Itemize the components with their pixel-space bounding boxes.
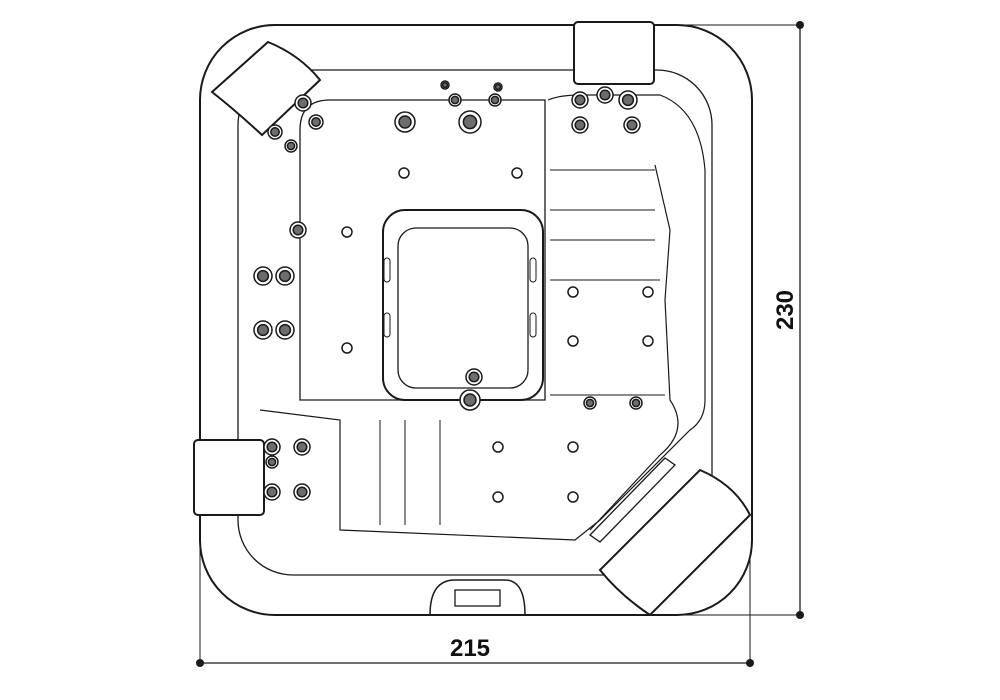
floor-light bbox=[567, 286, 579, 298]
jet-nozzle bbox=[574, 94, 586, 106]
footwell-jet bbox=[383, 312, 391, 338]
jet-nozzle bbox=[450, 95, 460, 105]
jet-nozzle bbox=[278, 269, 292, 283]
headrest-top-right bbox=[573, 21, 655, 85]
height-label: 230 bbox=[772, 290, 799, 330]
skimmer-door bbox=[454, 589, 501, 607]
floor-light bbox=[511, 167, 523, 179]
jet-nozzle bbox=[621, 93, 635, 107]
jet-nozzle bbox=[267, 457, 277, 467]
jet-nozzle bbox=[297, 97, 309, 109]
jet-nozzle bbox=[585, 398, 595, 408]
floor-light bbox=[567, 335, 579, 347]
floor-light bbox=[642, 286, 654, 298]
footwell bbox=[382, 209, 544, 401]
jet-nozzle bbox=[631, 398, 641, 408]
floor-light bbox=[567, 491, 579, 503]
filter-slot bbox=[589, 457, 676, 543]
jet-nozzle bbox=[599, 89, 611, 101]
jet-nozzle bbox=[266, 486, 278, 498]
floor-light bbox=[492, 441, 504, 453]
floor-light bbox=[642, 335, 654, 347]
floor-light bbox=[341, 226, 353, 238]
tub-inner-rim bbox=[237, 69, 713, 576]
footwell-inner bbox=[397, 227, 529, 389]
jet-nozzle bbox=[256, 269, 270, 283]
jet-nozzle bbox=[398, 115, 412, 129]
jet-nozzle bbox=[311, 117, 321, 127]
jet-nozzle bbox=[574, 119, 586, 131]
jet-nozzle bbox=[296, 441, 308, 453]
jet-nozzle bbox=[463, 393, 477, 407]
jet-nozzle bbox=[292, 224, 304, 236]
jet-nozzle bbox=[266, 441, 278, 453]
headrest-top-left bbox=[210, 40, 322, 137]
jet-nozzle bbox=[270, 127, 280, 137]
headrest-bottom-right bbox=[598, 468, 752, 617]
footwell-jet bbox=[529, 312, 537, 338]
jet-nozzle bbox=[626, 119, 638, 131]
tub-outer-shell bbox=[199, 24, 753, 616]
lounge-edge bbox=[589, 164, 679, 531]
footwell-jet bbox=[529, 257, 537, 283]
headrest-bottom-left bbox=[193, 439, 265, 516]
jet-nozzle bbox=[286, 141, 296, 151]
floor-light bbox=[567, 441, 579, 453]
jet-nozzle bbox=[462, 114, 478, 130]
floor-light bbox=[492, 491, 504, 503]
jet-nozzle bbox=[296, 486, 308, 498]
jet-nozzle bbox=[490, 95, 500, 105]
skimmer bbox=[429, 579, 526, 616]
jet-nozzle bbox=[256, 323, 270, 337]
jet-nozzle bbox=[278, 323, 292, 337]
jet-nozzle bbox=[441, 81, 449, 89]
floor-light bbox=[398, 167, 410, 179]
seating-basin bbox=[299, 99, 546, 401]
floor-light bbox=[341, 342, 353, 354]
footwell-jet bbox=[383, 257, 391, 283]
jet-nozzle bbox=[468, 371, 480, 383]
jet-nozzle bbox=[494, 83, 502, 91]
seat-outline-right bbox=[259, 94, 706, 541]
width-label: 215 bbox=[450, 635, 490, 662]
